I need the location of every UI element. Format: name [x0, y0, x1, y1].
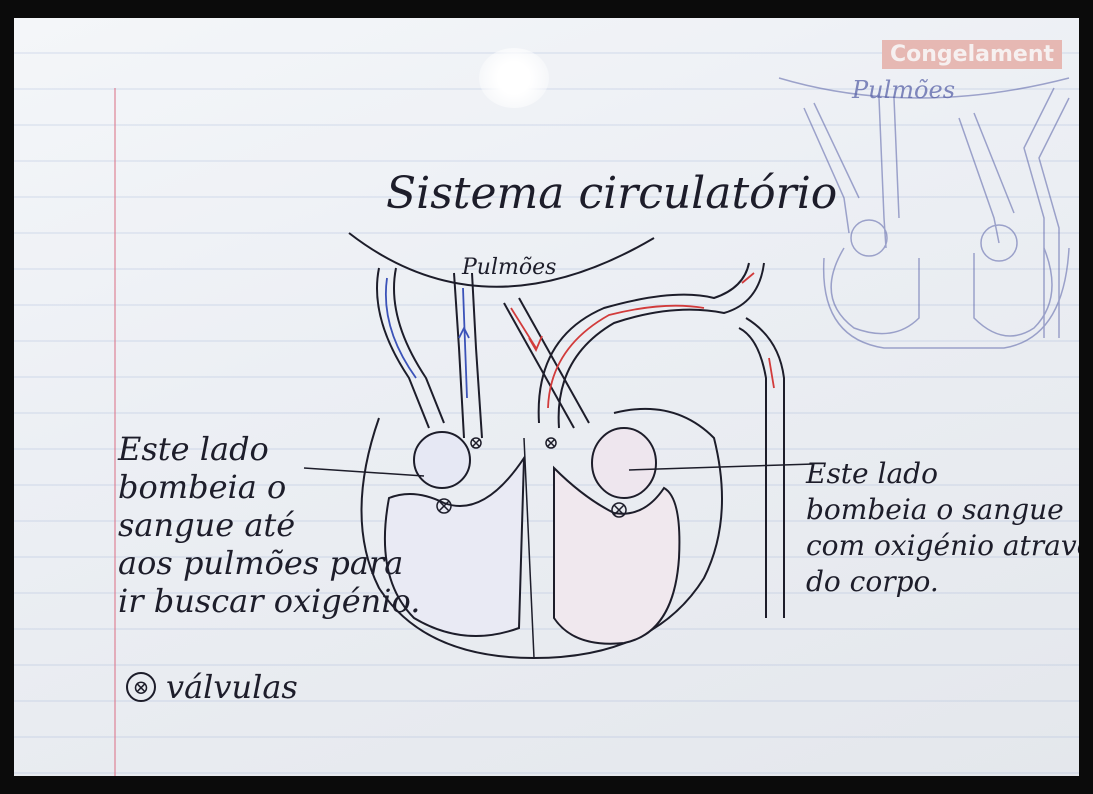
left-annotation-line: sangue até [118, 506, 420, 544]
valve-symbol-icon: ⊗ [126, 672, 156, 702]
left-annotation-line: Este lado [118, 430, 420, 468]
right-annotation-line: com oxigénio através [806, 528, 1079, 564]
left-annotation-line: bombeia o [118, 468, 420, 506]
right-annotation-line: bombeia o sangue [806, 492, 1079, 528]
left-annotation-line: ir buscar oxigénio. [118, 582, 420, 620]
lungs-label-faded: Pulmões [852, 76, 955, 104]
right-side-annotation: Este lado bombeia o sangue com oxigénio … [806, 456, 1079, 600]
valve-legend: ⊗ válvulas [126, 668, 298, 706]
right-atrium [414, 432, 470, 488]
page-title: Sistema circulatório [386, 168, 837, 219]
right-annotation-line: do corpo. [806, 564, 1079, 600]
left-atrium [592, 428, 656, 498]
whiteboard: Congelament [14, 18, 1079, 776]
heart-diagram [14, 18, 1079, 776]
left-annotation-line: aos pulmões para [118, 544, 420, 582]
left-side-annotation: Este lado bombeia o sangue até aos pulmõ… [118, 430, 420, 620]
right-annotation-line: Este lado [806, 456, 1079, 492]
lungs-label: Pulmões [462, 255, 556, 280]
legend-label: válvulas [166, 668, 298, 706]
